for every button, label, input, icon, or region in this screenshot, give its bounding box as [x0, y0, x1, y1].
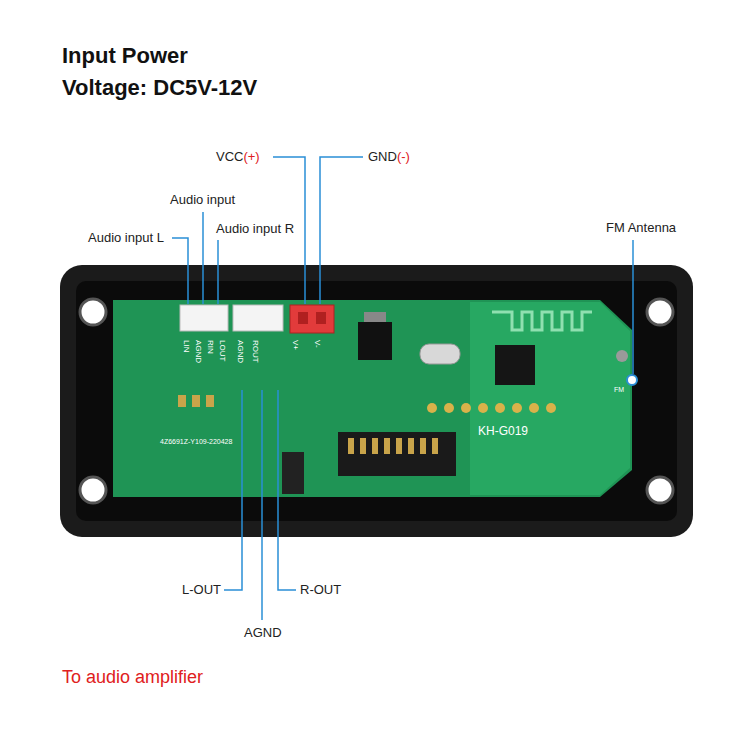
silkscreen-text: LOUT	[217, 340, 227, 361]
pin	[348, 438, 354, 454]
connector-pin	[316, 312, 326, 324]
antenna-pad	[627, 375, 637, 385]
leader-line	[261, 390, 263, 620]
pin-label: VCC	[216, 149, 243, 165]
housing-frame	[60, 265, 693, 537]
pad	[512, 403, 522, 413]
leader-line	[172, 238, 188, 304]
pin	[420, 438, 426, 454]
leader-lines	[172, 157, 633, 620]
silkscreen-text: 4Z6691Z-Y109-220428	[160, 438, 232, 446]
leader-line	[278, 390, 296, 590]
silkscreen-text: RIN	[205, 340, 215, 354]
pin	[432, 438, 438, 454]
model-number: KH-G019	[478, 424, 528, 438]
silkscreen-text: ROUT	[250, 340, 260, 363]
pin	[396, 438, 402, 454]
pad	[495, 403, 505, 413]
sd-pins	[348, 438, 438, 454]
pin	[372, 438, 378, 454]
pad	[444, 403, 454, 413]
pin	[360, 438, 366, 454]
connector	[180, 305, 228, 331]
pin-label: L-OUT	[182, 582, 221, 598]
pcb	[113, 300, 632, 497]
crystal	[420, 344, 460, 364]
ic-chip	[495, 345, 535, 385]
pcb-antenna	[492, 312, 592, 330]
housing-recess	[76, 281, 677, 521]
pad	[461, 403, 471, 413]
polarity-mark: (+)	[243, 149, 259, 165]
sd-slot	[338, 432, 456, 476]
regulator-tab	[364, 312, 386, 322]
pin-label: GND	[368, 149, 397, 165]
mount-hole	[80, 299, 106, 325]
resistor	[206, 395, 214, 407]
pin-label: Audio input	[170, 192, 235, 208]
pin	[384, 438, 390, 454]
silkscreen-text: AGND	[193, 340, 203, 363]
mount-hole	[80, 477, 106, 503]
leader-line	[320, 157, 363, 304]
regulator	[358, 322, 392, 360]
pad	[529, 403, 539, 413]
mount-hole	[647, 477, 673, 503]
connector-pin	[298, 312, 308, 324]
leader-line	[632, 240, 634, 374]
power-connector	[290, 305, 334, 333]
polarity-mark: (-)	[397, 149, 410, 165]
audio-jack	[282, 452, 304, 494]
mount-hole	[647, 299, 673, 325]
pin-label: Audio input L	[88, 230, 164, 246]
leader-line	[217, 240, 219, 304]
pad	[546, 403, 556, 413]
silkscreen-text: V-	[312, 340, 322, 348]
gold-pads	[427, 403, 556, 413]
title-heading: Input Power Voltage: DC5V-12V	[62, 40, 270, 104]
pad	[427, 403, 437, 413]
pin-label: AGND	[244, 625, 282, 641]
pin-label: FM Antenna	[606, 220, 676, 236]
connector	[233, 305, 283, 331]
leader-line	[202, 212, 204, 304]
bt-module	[470, 302, 630, 495]
silkscreen-text: FM	[614, 386, 624, 394]
silkscreen-text: AGND	[235, 340, 245, 363]
resistor	[178, 395, 186, 407]
silkscreen-text: V+	[290, 340, 300, 350]
leader-line	[224, 390, 242, 590]
pin-label: Audio input R	[216, 221, 294, 237]
silkscreen-text: LIN	[181, 340, 191, 352]
pad	[478, 403, 488, 413]
screw	[616, 350, 628, 362]
pin	[408, 438, 414, 454]
note-text: To audio amplifier	[62, 666, 203, 688]
resistor	[192, 395, 200, 407]
pin-label: R-OUT	[300, 582, 341, 598]
